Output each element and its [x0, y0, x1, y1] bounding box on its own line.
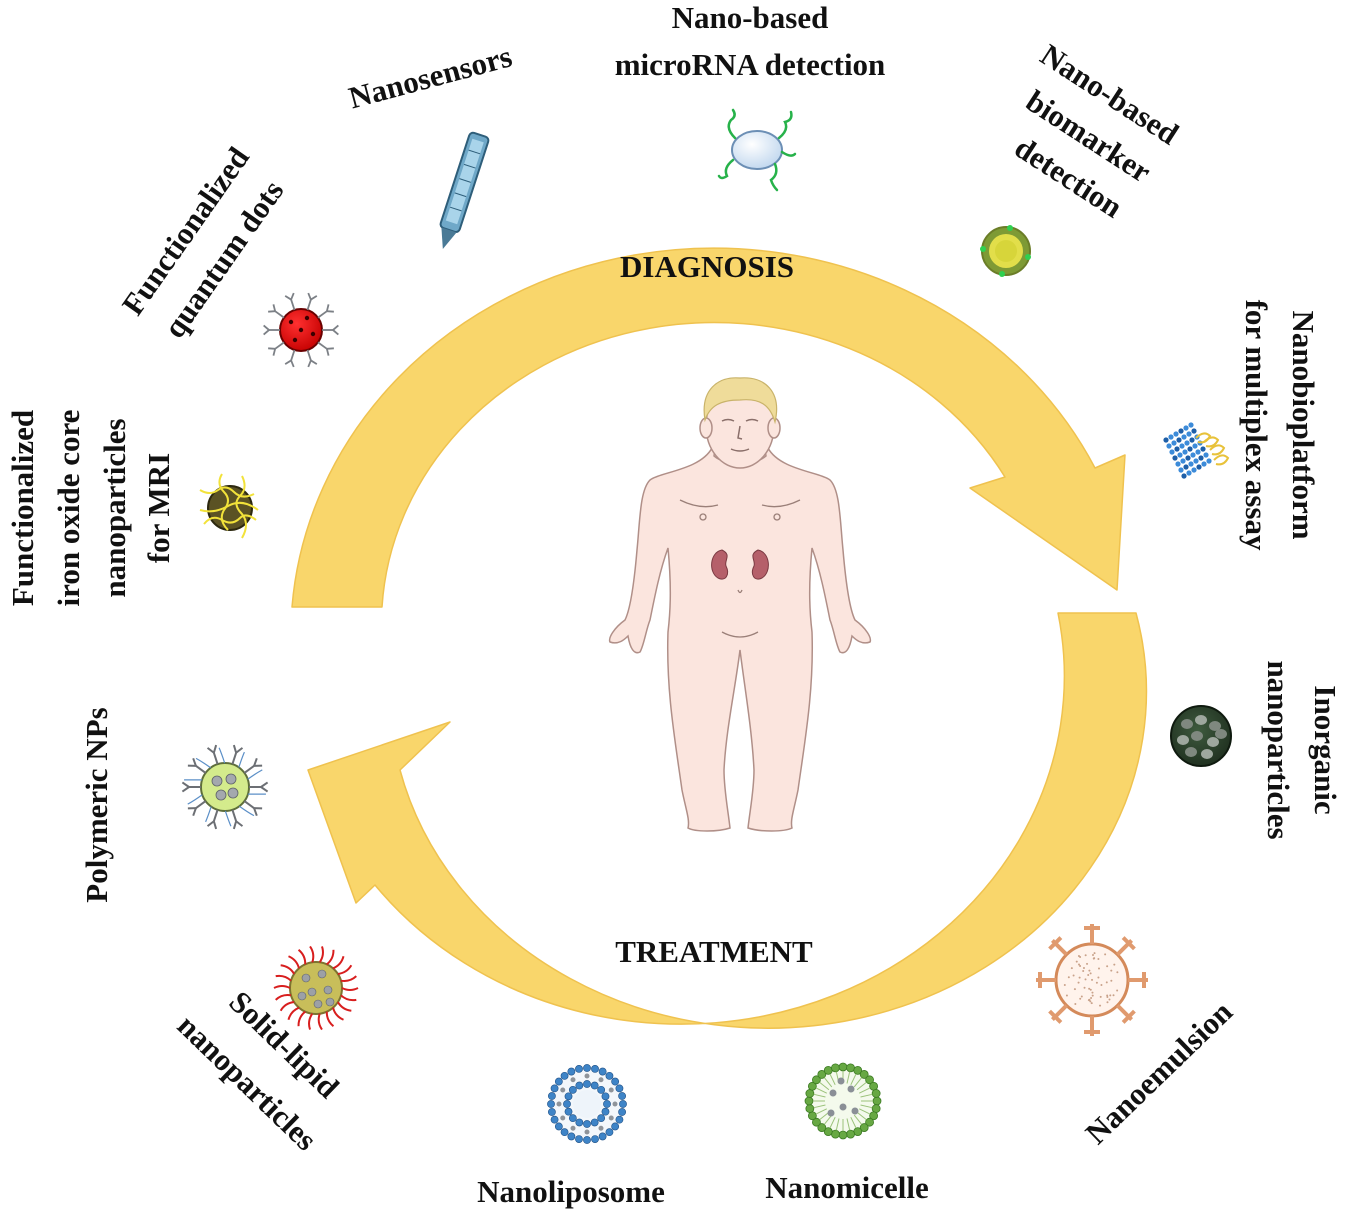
label-inorganic-line2: nanoparticles	[1261, 660, 1296, 839]
label-nanosensors: Nanosensors	[345, 38, 515, 115]
inorganic-nanoparticle-icon	[1171, 706, 1231, 766]
label-iron-oxide-line1: Functionalized	[5, 410, 40, 606]
diagnosis-label: DIAGNOSIS	[620, 249, 794, 284]
label-iron-oxide-line4: for MRI	[141, 453, 176, 563]
body-silhouette	[610, 448, 871, 831]
label-inorganic-line1: Inorganic	[1308, 685, 1343, 814]
nanoemulsion-icon	[1036, 924, 1148, 1036]
label-nanomicelle: Nanomicelle	[765, 1170, 929, 1205]
biomarker-particle-icon	[980, 225, 1031, 277]
label-multiplex-line2: for multiplex assay	[1239, 300, 1274, 551]
treatment-label: TREATMENT	[615, 934, 813, 969]
nanosensor-pen-icon	[433, 132, 489, 252]
label-nanoliposome: Nanoliposome	[477, 1174, 665, 1209]
label-polymeric: Polymeric NPs	[79, 707, 114, 902]
polymeric-nanoparticle-icon	[182, 745, 267, 829]
right-ear	[768, 418, 780, 438]
label-iron-oxide-line3: nanoparticles	[97, 418, 132, 597]
microrna-particle-icon	[719, 110, 795, 190]
quantum-dot-icon	[264, 293, 339, 367]
iron-oxide-nanoparticle-icon	[200, 474, 258, 538]
nanomicelle-icon	[805, 1063, 881, 1139]
human-body-figure	[610, 378, 871, 831]
solid-lipid-nanoparticle-icon	[274, 946, 358, 1029]
label-microrna-line2: microRNA detection	[615, 47, 886, 82]
multiplex-platform-icon	[1163, 422, 1228, 478]
label-nanoemulsion: Nanoemulsion	[1078, 994, 1239, 1151]
label-iron-oxide-line2: iron oxide core	[51, 410, 86, 607]
label-multiplex-line1: Nanobioplatform	[1286, 310, 1321, 539]
left-ear	[700, 418, 712, 438]
label-microrna-line1: Nano-based	[672, 0, 829, 35]
nanoliposome-icon	[547, 1064, 626, 1143]
